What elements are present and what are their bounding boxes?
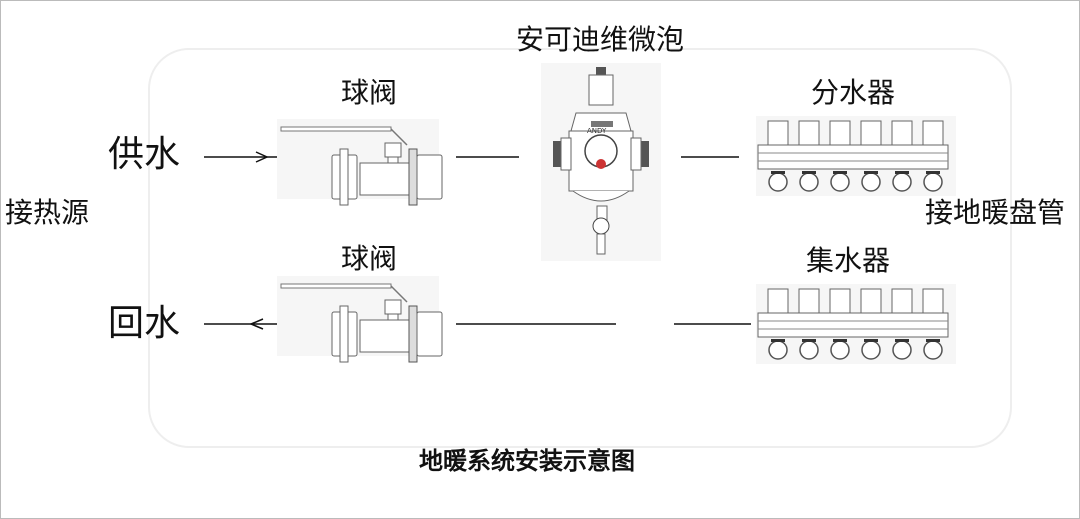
valve-bottom-label: 球阀 [341,242,398,275]
collector-label: 集水器 [806,244,891,277]
valve-top-label: 球阀 [341,76,398,109]
ball-valve-supply [276,118,443,206]
distributor-label: 分水器 [811,76,896,109]
device-label: 安可迪维微泡 [516,23,685,56]
distributor-manifold [755,115,957,197]
microbubble-separator-device [541,63,661,261]
background-frame [148,48,1012,448]
return-label: 回水 [108,303,181,344]
floor-coil-label: 接地暖盘管 [925,196,1066,229]
diagram-title: 地暖系统安装示意图 [419,447,635,475]
device-badge: ANDY [587,127,607,135]
collector-manifold [755,283,957,365]
ball-valve-return [276,275,443,363]
heat-source-label: 接热源 [5,196,90,229]
supply-label: 供水 [108,134,181,175]
